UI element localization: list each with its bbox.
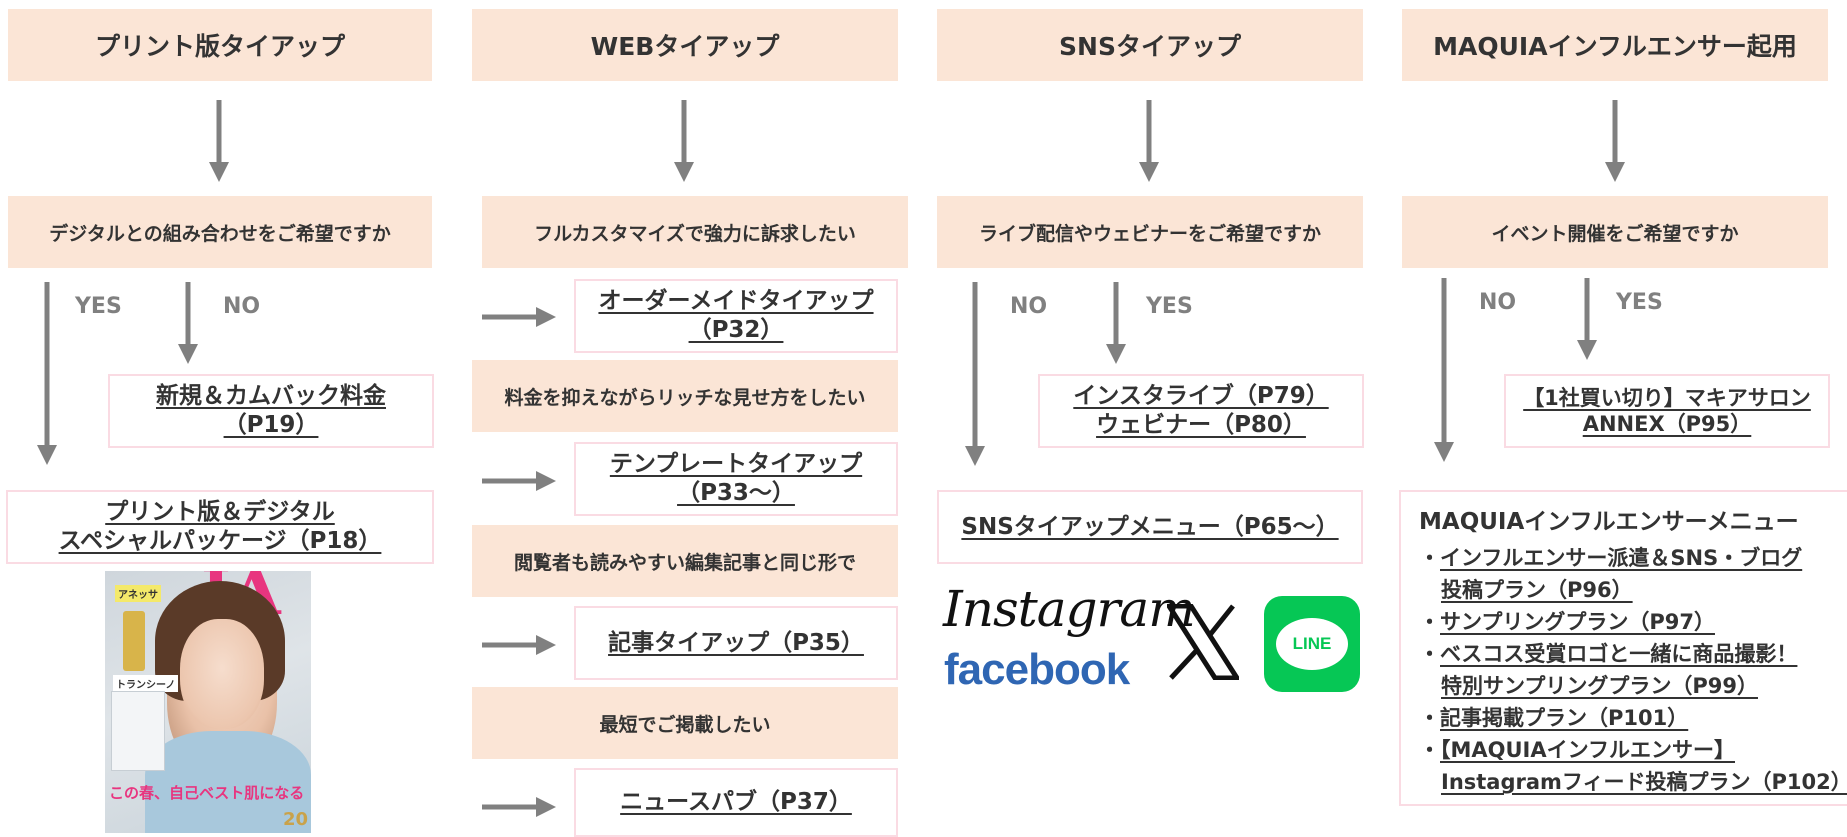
question-web-2: 料金を抑えながらリッチな見せ方をしたい — [472, 360, 898, 432]
order-made-link[interactable]: オーダーメイドタイアップ（P32） — [574, 279, 898, 353]
no-label: NO — [223, 294, 261, 319]
question-sns: ライブ配信やウェビナーをご希望ですか — [937, 196, 1363, 268]
article-link[interactable]: 記事タイアップ（P35） — [574, 606, 898, 680]
question-web-3: 閲覧者も読みやすい編集記事と同じ形で — [472, 525, 898, 597]
question-print: デジタルとの組み合わせをご希望ですか — [8, 196, 432, 268]
yes-label: YES — [75, 294, 122, 319]
menu-item-dispatch-2[interactable]: 投稿プラン（P96） — [1441, 578, 1633, 602]
facebook-logo: facebook — [944, 645, 1130, 694]
menu-item-dispatch[interactable]: ・インフルエンサー派遣＆SNS・ブログ — [1419, 546, 1803, 570]
header-web: WEBタイアップ — [472, 9, 898, 81]
header-sns: SNSタイアップ — [937, 9, 1363, 81]
special-package-link[interactable]: プリント版＆デジタルスペシャルパッケージ（P18） — [6, 490, 434, 564]
cover-product — [123, 611, 145, 671]
menu-item-article[interactable]: ・記事掲載プラン（P101） — [1419, 706, 1689, 730]
instagram-logo: Instagram — [943, 580, 1196, 638]
cover-promo-2: トランシーノ — [113, 675, 179, 692]
cover-face-front — [180, 619, 264, 729]
new-comeback-link[interactable]: 新規＆カムバック料金（P19） — [108, 374, 434, 448]
magazine-cover-image: IA アネッサ トランシーノ この春、自己ベスト肌になる 20 — [105, 571, 311, 833]
line-logo-icon: LINE — [1264, 596, 1360, 692]
template-link[interactable]: テンプレートタイアップ（P33～） — [574, 442, 898, 516]
question-web-4: 最短でご掲載したい — [472, 687, 898, 759]
header-print: プリント版タイアップ — [8, 9, 432, 81]
influencer-menu: MAQUIAインフルエンサーメニュー ・インフルエンサー派遣＆SNS・ブログ 投… — [1399, 490, 1847, 806]
influencer-menu-title: MAQUIAインフルエンサーメニュー — [1419, 509, 1799, 535]
no-label: NO — [1479, 290, 1517, 315]
no-label: NO — [1010, 294, 1048, 319]
cover-promo-1: アネッサ — [115, 585, 161, 602]
yes-label: YES — [1146, 294, 1193, 319]
menu-item-sampling[interactable]: ・サンプリングプラン（P97） — [1419, 610, 1715, 634]
question-influencer: イベント開催をご希望ですか — [1402, 196, 1828, 268]
menu-item-bestcos[interactable]: ・ベスコス受賞ロゴと一緒に商品撮影！ — [1419, 642, 1798, 666]
question-web: フルカスタマイズで強力に訴求したい — [482, 196, 908, 268]
x-logo-icon — [1167, 604, 1239, 680]
sns-menu-link[interactable]: SNSタイアップメニュー（P65～） — [937, 490, 1363, 564]
menu-item-bestcos-2[interactable]: 特別サンプリングプラン（P99） — [1441, 674, 1758, 698]
cover-headline: この春、自己ベスト肌になる — [109, 784, 305, 802]
header-influencer: MAQUIAインフルエンサー起用 — [1402, 9, 1828, 81]
news-pub-link[interactable]: ニュースパブ（P37） — [574, 768, 898, 837]
line-logo-text: LINE — [1292, 634, 1332, 653]
cover-products-box — [111, 691, 165, 771]
insta-live-link[interactable]: インスタライブ（P79）ウェビナー（P80） — [1038, 374, 1364, 448]
menu-item-instagram-feed-2[interactable]: Instagramフィード投稿プラン（P102） — [1441, 770, 1847, 794]
cover-anniversary: 20 — [283, 809, 309, 830]
yes-label: YES — [1616, 290, 1663, 315]
menu-item-instagram-feed[interactable]: ・【MAQUIAインフルエンサー】 — [1419, 738, 1735, 762]
cover-shirt — [145, 731, 311, 833]
